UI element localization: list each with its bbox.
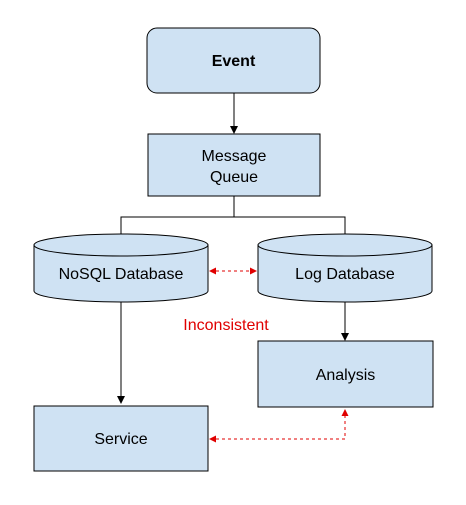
dashed-edges [209, 267, 349, 443]
node-message-queue[interactable]: Message Queue [147, 133, 321, 197]
node-log-database-top [257, 233, 433, 257]
annotation-inconsistent: Inconsistent [183, 317, 269, 334]
node-service[interactable]: Service [33, 405, 209, 472]
solid-edges [117, 93, 349, 404]
node-analysis-box [257, 340, 434, 408]
node-message-queue-label-line1: Message [202, 148, 267, 165]
node-log-database-body [257, 245, 433, 303]
node-service-box [33, 405, 209, 472]
edge-queue-to-nosql [117, 196, 235, 250]
edge-service-analysis-dashed [209, 409, 349, 443]
node-nosql-database-label: NoSQL Database [59, 266, 184, 283]
node-nosql-database-body [33, 245, 209, 303]
node-analysis[interactable]: Analysis [257, 340, 434, 408]
node-service-label: Service [94, 431, 147, 448]
node-event[interactable]: Event [146, 27, 321, 94]
node-analysis-label: Analysis [316, 367, 376, 384]
node-nosql-database[interactable]: NoSQL Database [33, 233, 209, 303]
node-event-box [146, 27, 321, 94]
node-message-queue-box [147, 133, 321, 197]
node-log-database-label: Log Database [295, 266, 395, 283]
node-message-queue-label-line2: Queue [210, 169, 258, 186]
node-nosql-database-top [33, 233, 209, 257]
node-event-label: Event [212, 53, 256, 70]
node-log-database[interactable]: Log Database [257, 233, 433, 303]
